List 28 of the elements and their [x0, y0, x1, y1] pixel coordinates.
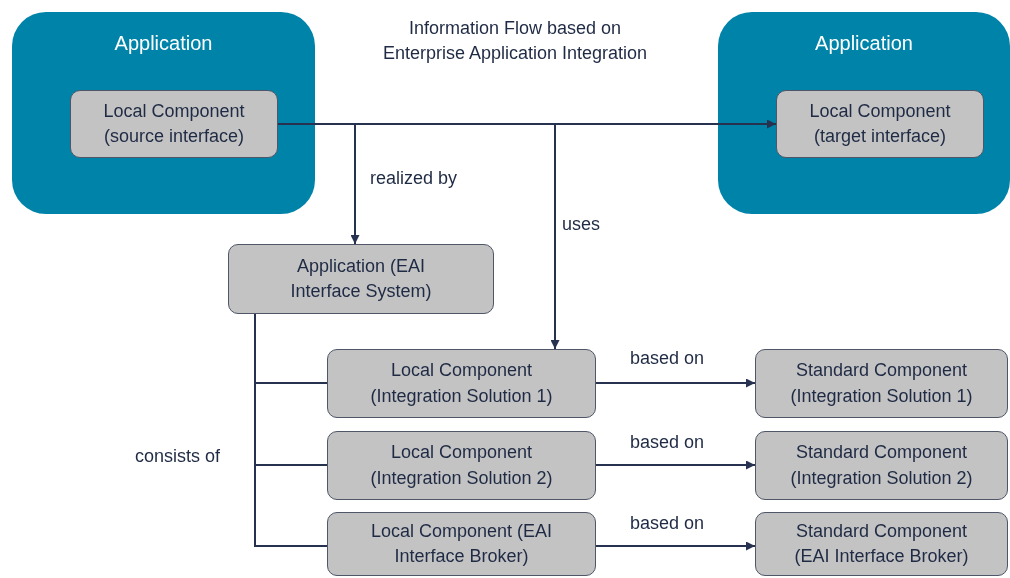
arrow [595, 378, 756, 388]
component-label: Standard Component (Integration Solution 1) [789, 359, 974, 408]
application-container [718, 12, 1010, 214]
component-label: Standard Component (EAI Interface Broker) [793, 519, 970, 568]
connector-line [254, 313, 328, 547]
component-box [755, 512, 1008, 576]
application-container [12, 12, 315, 214]
component-box [776, 90, 984, 158]
component-label: Application (EAI Interface System) [289, 254, 433, 303]
container-heading: Application [814, 32, 914, 55]
component-box [755, 431, 1008, 500]
component-label: Local Component (Integration Solution 2) [369, 441, 554, 490]
diagram-title: Information Flow based on Enterprise Application Integration [381, 17, 649, 66]
edge-label: realized by [368, 168, 460, 190]
component-box [228, 244, 494, 314]
component-label: Local Component (EAI Interface Broker) [369, 519, 554, 568]
component-label: Standard Component (Integration Solution 2) [789, 441, 974, 490]
arrow [595, 460, 756, 470]
arrow [595, 541, 756, 551]
component-box [327, 512, 596, 576]
component-label: Local Component (source interface) [102, 99, 246, 148]
component-box [70, 90, 278, 158]
component-box [327, 431, 596, 500]
component-box [755, 349, 1008, 418]
component-label: Local Component (target interface) [808, 99, 952, 148]
component-label: Local Component (Integration Solution 1) [369, 359, 554, 408]
container-heading: Application [113, 32, 214, 55]
component-box [327, 349, 596, 418]
